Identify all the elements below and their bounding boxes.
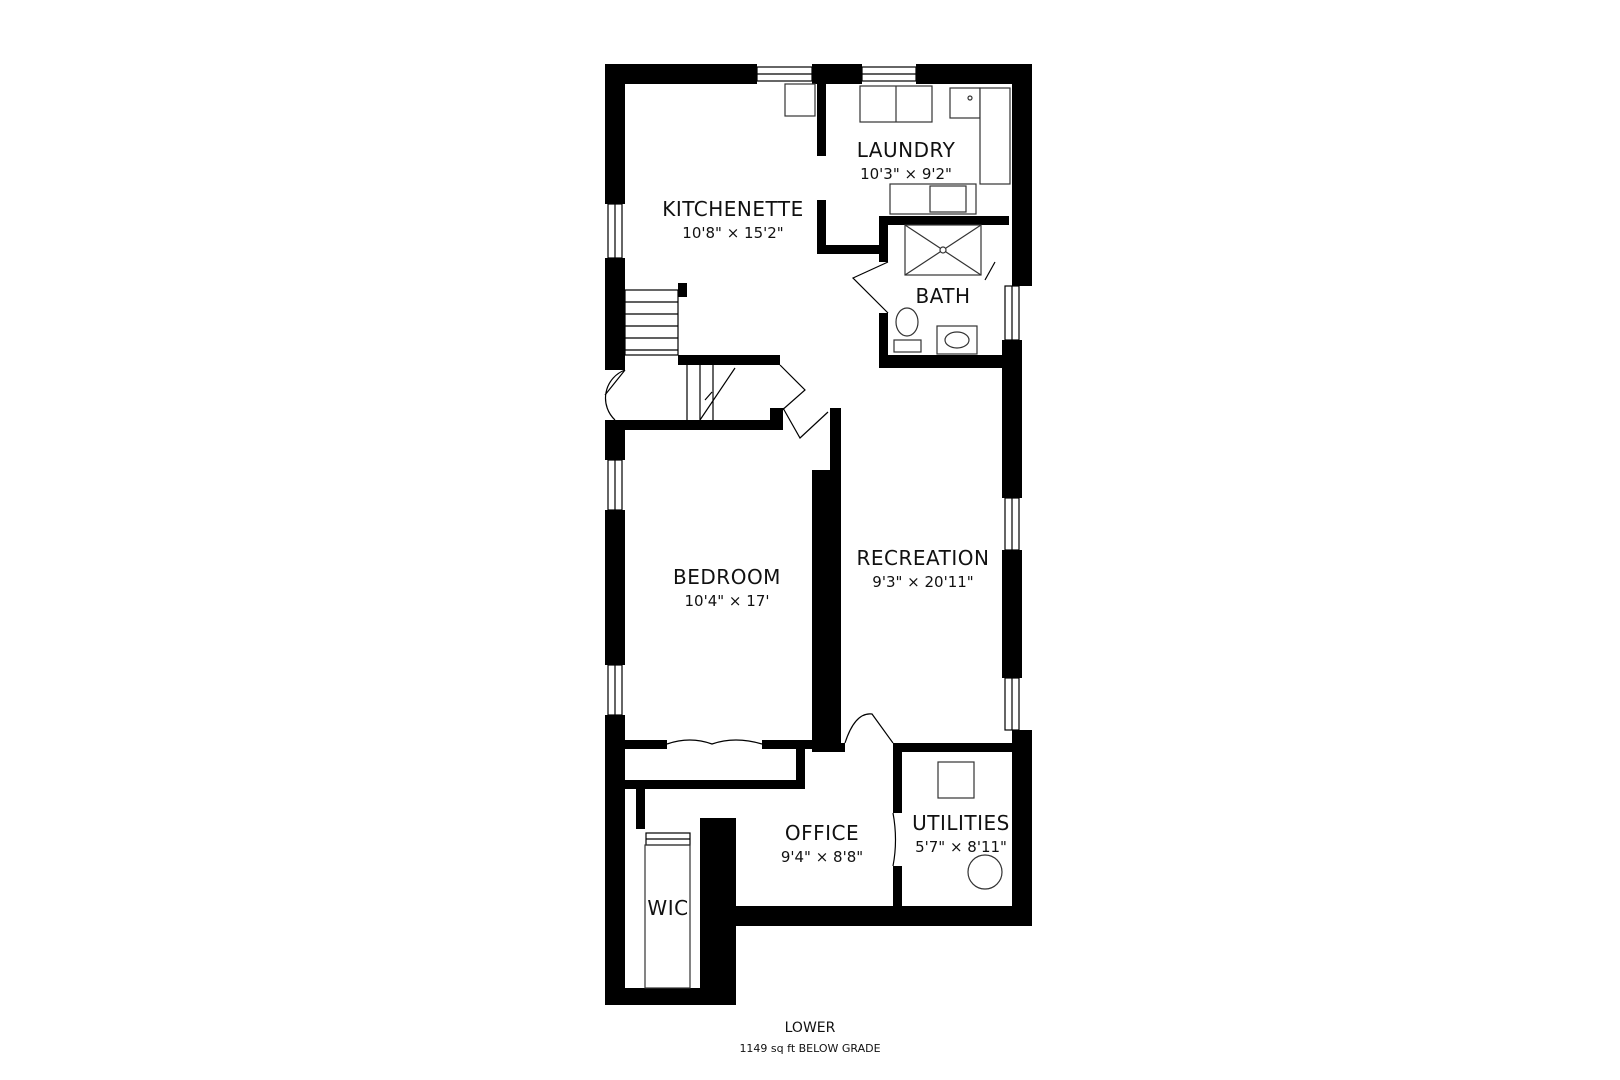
room-office-dims: 9'4" × 8'8" (781, 848, 863, 866)
toilet (895, 307, 919, 337)
wall-utilities-left-top (893, 743, 902, 813)
wall-right-3 (1002, 550, 1022, 678)
wall-right-4 (1012, 730, 1032, 926)
room-bath-name: BATH (915, 284, 970, 308)
wall-bath-left-bottom (879, 313, 888, 368)
window-top-2 (861, 66, 917, 82)
wall-bath-top (879, 216, 1009, 225)
wall-laundry-lower (817, 200, 826, 254)
wall-bath-left-top (879, 216, 888, 262)
wall-bedroom-right (812, 470, 841, 752)
windows (607, 66, 1020, 846)
wall-closet-top-left (625, 740, 667, 749)
wall-bottom-main (720, 906, 1032, 926)
wall-bath-bottom (879, 355, 1014, 368)
room-office-name: OFFICE (785, 821, 859, 845)
door-utilities (892, 812, 897, 867)
closet-bifold-doors (666, 739, 763, 745)
window-right-3 (1004, 677, 1020, 731)
window-left-2 (607, 459, 623, 511)
room-laundry-dims: 10'3" × 9'2" (860, 165, 952, 183)
wall-closet-bottom (625, 780, 805, 789)
door-stair-landing (779, 364, 806, 413)
fixtures (644, 83, 1011, 989)
utility-unit (937, 761, 975, 799)
room-bedroom-name: BEDROOM (673, 565, 781, 589)
wall-top-right (916, 64, 1031, 84)
kitchenette-counter (784, 83, 816, 117)
bath-sink-top (929, 185, 967, 213)
wall-bath-notch (817, 245, 879, 254)
wall-bedroom-jamb (770, 408, 783, 430)
room-laundry-name: LAUNDRY (857, 138, 956, 162)
window-right-1 (1004, 285, 1020, 341)
laundry-sink (949, 87, 981, 119)
wall-laundry-divider (817, 84, 826, 156)
doors (604, 261, 996, 867)
laundry-counter (979, 87, 1011, 185)
room-recreation-dims: 9'3" × 20'11" (872, 573, 973, 591)
wall-right-2 (1002, 340, 1022, 498)
room-bedroom-dims: 10'4" × 17' (685, 592, 770, 610)
wall-left-3 (605, 420, 625, 460)
interior-walls (625, 84, 1014, 910)
wall-left-2 (605, 258, 625, 370)
wall-closet-top-right (762, 740, 812, 749)
wall-left-4 (605, 510, 625, 665)
stairs (624, 289, 736, 421)
room-labels: KITCHENETTE 10'8" × 15'2" LAUNDRY 10'3" … (647, 138, 1009, 920)
wall-left-5 (605, 715, 625, 1005)
wall-bedroom-top (625, 420, 783, 430)
wall-left-1 (605, 64, 625, 204)
wall-office-left (636, 789, 645, 829)
door-bath (851, 261, 889, 314)
wall-bottom-wic (605, 988, 736, 1005)
wall-office-top (812, 743, 845, 752)
floor-name: LOWER (784, 1020, 836, 1036)
wic-interior (644, 844, 691, 989)
floor-area: 1149 sq ft BELOW GRADE (739, 1042, 881, 1055)
wall-closet-right (796, 749, 805, 789)
wall-stair-post (678, 283, 687, 297)
window-wic (645, 832, 691, 846)
wall-utilities-left-bottom (893, 866, 902, 910)
room-kitchenette-name: KITCHENETTE (662, 197, 804, 221)
room-utilities-name: UTILITIES (912, 811, 1010, 835)
water-heater (967, 854, 1003, 890)
door-bedroom (782, 407, 829, 439)
door-office (844, 713, 894, 744)
wall-wic-right-low (700, 818, 736, 1005)
window-left-3 (607, 664, 623, 716)
wall-top-mid (812, 64, 862, 84)
room-recreation-name: RECREATION (857, 546, 990, 570)
window-top-1 (756, 66, 813, 82)
exterior-walls (605, 64, 1032, 1005)
window-right-2 (1004, 497, 1020, 551)
room-kitchenette-dims: 10'8" × 15'2" (682, 224, 783, 242)
room-wic-name: WIC (647, 896, 688, 920)
room-utilities-dims: 5'7" × 8'11" (915, 838, 1007, 856)
door-shower-edge (984, 261, 996, 281)
wall-top-left (605, 64, 757, 84)
window-left-1 (607, 203, 623, 259)
wall-utilities-top (893, 743, 1012, 752)
door-stair-exterior (604, 369, 626, 421)
wall-right-1 (1012, 64, 1032, 286)
wall-stair-top (678, 355, 780, 365)
